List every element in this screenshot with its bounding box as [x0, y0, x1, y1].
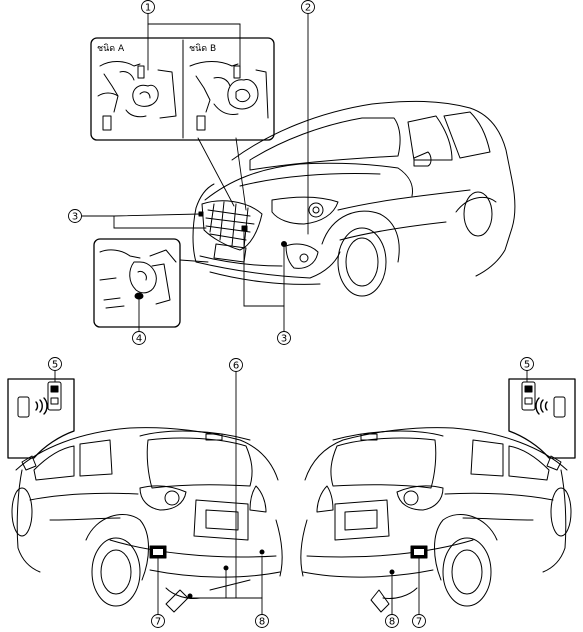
callout-5-left-text: 5 — [52, 360, 58, 371]
callout-4-text: 4 — [136, 334, 142, 345]
callout-7-left-text: 7 — [155, 617, 161, 628]
callout-8-right: 8 — [385, 614, 399, 628]
callout-5-right: 5 — [520, 357, 534, 371]
type-a-label: ชนิด A — [97, 43, 125, 54]
callout-5-right-text: 5 — [524, 360, 530, 371]
blind-spot-inset-right — [508, 378, 576, 459]
callout-8-left: 8 — [255, 614, 269, 628]
callout-3-bottom-text: 3 — [281, 334, 287, 345]
callout-5-left: 5 — [48, 357, 62, 371]
type-b-label: ชนิด B — [189, 43, 216, 54]
rear-car-left-illustration — [11, 427, 283, 613]
callout-3-left-text: 3 — [72, 212, 78, 223]
callout-7-left: 7 — [151, 614, 165, 628]
rear-car-right-illustration — [300, 427, 572, 613]
callout-3-bottom: 3 — [277, 331, 291, 345]
callout-8-right-text: 8 — [389, 617, 395, 628]
front-car-illustration — [192, 100, 516, 297]
callout-4: 4 — [132, 331, 146, 345]
horn-inset: ชนิด A ชนิด B — [90, 37, 275, 141]
callout-7-right-text: 7 — [416, 617, 422, 628]
leader-lines — [54, 12, 528, 615]
blind-spot-inset-left — [7, 378, 75, 459]
callout-6-text: 6 — [233, 361, 239, 372]
callout-6: 6 — [229, 358, 243, 372]
callout-8-left-text: 8 — [259, 617, 265, 628]
callout-7-right: 7 — [412, 614, 426, 628]
callouts: 1 2 3 3 4 5 5 6 — [48, 0, 534, 628]
callout-3-left: 3 — [68, 209, 82, 223]
callout-1: 1 — [141, 0, 155, 14]
callout-2: 2 — [301, 0, 315, 14]
callout-2-text: 2 — [305, 3, 311, 14]
callout-1-text: 1 — [145, 3, 151, 14]
hood-latch-inset — [93, 238, 181, 328]
